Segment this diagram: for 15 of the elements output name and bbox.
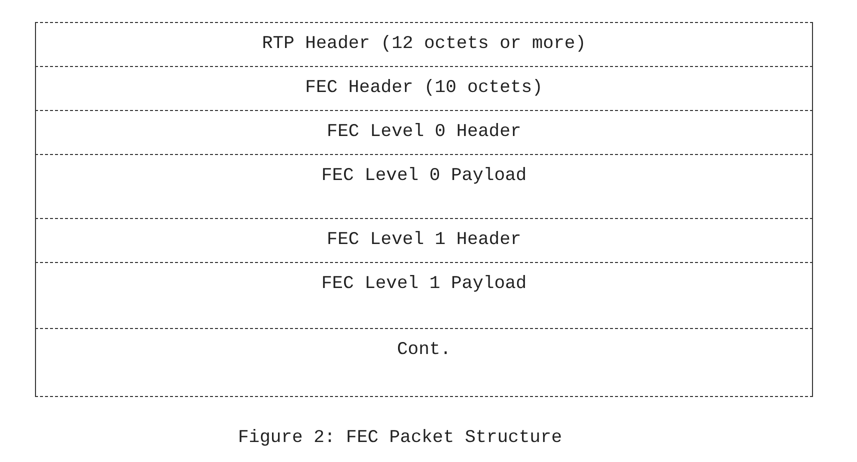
field-label: FEC Level 0 Header: [326, 121, 522, 144]
packet-field: [35, 66, 813, 110]
field-label: RTP Header (12 octets or more): [262, 33, 586, 56]
packet-field: [35, 110, 813, 154]
field-label: FEC Level 1 Header: [326, 229, 522, 252]
packet-field: [35, 154, 813, 218]
field-label: FEC Level 1 Payload: [321, 273, 527, 296]
field-label: FEC Level 0 Payload: [321, 165, 527, 188]
packet-field: [35, 328, 813, 396]
field-label: FEC Header (10 octets): [305, 77, 543, 100]
packet-field: [35, 22, 813, 66]
packet-field: [35, 262, 813, 328]
field-label: Cont.: [396, 339, 451, 362]
packet-field: [35, 218, 813, 262]
figure-caption: Figure 2: FEC Packet Structure: [238, 428, 562, 448]
